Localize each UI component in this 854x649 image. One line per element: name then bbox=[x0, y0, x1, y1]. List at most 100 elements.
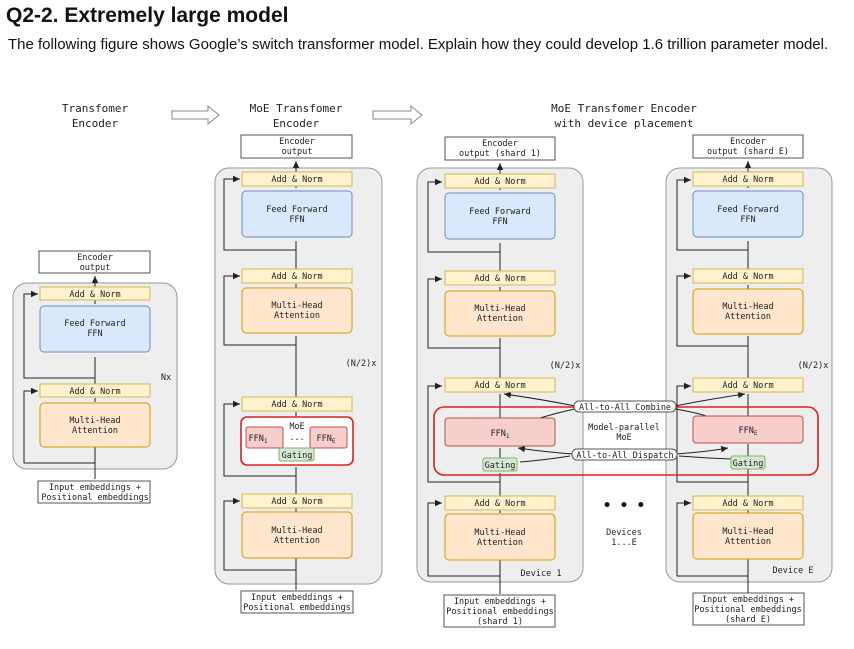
encoder-output-label: Encoder bbox=[279, 137, 315, 147]
encoder-output-label: output bbox=[282, 147, 313, 157]
feed-forward-label: FFN bbox=[740, 215, 755, 225]
question-text: The following figure shows Google’s swit… bbox=[8, 36, 829, 53]
input-embeddings-label: Input embeddings + bbox=[702, 595, 794, 605]
ellipsis-dots: • • • bbox=[603, 498, 645, 514]
input-embeddings-label: (shard 1) bbox=[477, 617, 523, 627]
add-norm-label: Add & Norm bbox=[271, 497, 322, 507]
add-norm-box bbox=[692, 268, 804, 284]
add-norm-box bbox=[39, 286, 151, 301]
add-norm-box bbox=[241, 171, 353, 187]
add-norm-label: Add & Norm bbox=[271, 175, 322, 185]
add-norm-label: Add & Norm bbox=[722, 272, 773, 282]
multi-head-attention-label: Multi-Head bbox=[69, 416, 120, 426]
repeat-label: (N/2)x bbox=[550, 361, 581, 371]
multi-head-attention-label: Attention bbox=[477, 538, 523, 548]
add-norm-box bbox=[692, 495, 804, 511]
multi-head-attention-box bbox=[241, 511, 353, 559]
add-norm-box bbox=[444, 173, 556, 189]
multi-head-attention-label: Attention bbox=[72, 426, 118, 436]
multi-head-attention-label: Attention bbox=[274, 311, 320, 321]
feed-forward-box bbox=[692, 190, 804, 238]
all-to-all-combine-label: All-to-All Combine bbox=[579, 403, 671, 413]
all-to-all-combine-box bbox=[573, 400, 677, 413]
all-to-all-dispatch-box bbox=[571, 448, 678, 461]
transformer-subtitle: Encoder bbox=[72, 117, 119, 130]
device-subtitle: with device placement bbox=[554, 117, 693, 130]
expert-ffn-1-box bbox=[245, 426, 284, 449]
encoder-output-label: output (shard E) bbox=[707, 147, 789, 157]
multi-head-attention-label: Attention bbox=[725, 537, 771, 547]
add-norm-box bbox=[39, 383, 151, 398]
input-embeddings-label: Positional embeddings bbox=[694, 605, 801, 615]
expert-ffn-e-box bbox=[309, 426, 348, 449]
encoder-output-label: Encoder bbox=[77, 253, 113, 263]
multi-head-attention-label: Attention bbox=[274, 536, 320, 546]
input-embeddings-label: Input embeddings + bbox=[251, 593, 343, 603]
encoder-output-box bbox=[240, 134, 353, 159]
add-norm-box bbox=[444, 270, 556, 286]
encoder-output-box bbox=[38, 250, 151, 274]
multi-head-attention-label: Multi-Head bbox=[474, 528, 525, 538]
moe-title: MoE Transfomer bbox=[250, 102, 343, 115]
gating-label: Gating bbox=[485, 461, 516, 471]
encoder-output-label: output (shard 1) bbox=[459, 149, 541, 159]
input-embeddings-label: Input embeddings + bbox=[49, 483, 141, 493]
add-norm-box bbox=[241, 396, 353, 412]
multi-head-attention-label: Attention bbox=[477, 314, 523, 324]
input-embeddings-label: (shard E) bbox=[725, 615, 771, 625]
multi-head-attention-box bbox=[444, 513, 556, 561]
add-norm-label: Add & Norm bbox=[474, 381, 525, 391]
multi-head-attention-label: Multi-Head bbox=[271, 301, 322, 311]
add-norm-label: Add & Norm bbox=[271, 272, 322, 282]
add-norm-label: Add & Norm bbox=[474, 499, 525, 509]
add-norm-label: Add & Norm bbox=[271, 400, 322, 410]
input-embeddings-label: Positional embeddings bbox=[446, 607, 553, 617]
feed-forward-label: FFN bbox=[289, 215, 304, 225]
moe-label: MoE bbox=[289, 422, 304, 432]
add-norm-label: Add & Norm bbox=[474, 274, 525, 284]
add-norm-label: Add & Norm bbox=[474, 177, 525, 187]
expert-ffn-e-label: FFNE bbox=[317, 434, 336, 445]
device-e-label: Device E bbox=[773, 566, 814, 576]
gating-label: Gating bbox=[282, 451, 313, 461]
devices-label: Devices bbox=[606, 528, 642, 538]
add-norm-box bbox=[444, 377, 556, 393]
add-norm-box bbox=[692, 377, 804, 393]
repeat-label: (N/2)x bbox=[798, 361, 829, 371]
add-norm-box bbox=[444, 495, 556, 511]
multi-head-attention-label: Multi-Head bbox=[722, 302, 773, 312]
add-norm-label: Add & Norm bbox=[722, 499, 773, 509]
input-embeddings-box bbox=[240, 590, 354, 614]
devices-label: 1...E bbox=[611, 538, 637, 548]
add-norm-box bbox=[241, 493, 353, 509]
feed-forward-box bbox=[241, 190, 353, 238]
feed-forward-label: Feed Forward bbox=[266, 205, 327, 215]
encoder-output-label: output bbox=[80, 263, 111, 273]
device-1-label: Device 1 bbox=[521, 569, 562, 579]
moe-subtitle: Encoder bbox=[273, 117, 320, 130]
expert-ffn-1-box bbox=[444, 417, 556, 447]
model-parallel-moe-label: Model-parallel bbox=[588, 423, 660, 433]
encoder-output-label: Encoder bbox=[482, 139, 518, 149]
next-arrow-icon bbox=[372, 104, 423, 126]
expert-ffn-e-box bbox=[692, 415, 804, 444]
input-embeddings-label: Input embeddings + bbox=[454, 597, 546, 607]
repeat-label: Nx bbox=[161, 373, 171, 383]
multi-head-attention-label: Multi-Head bbox=[722, 527, 773, 537]
multi-head-attention-box bbox=[444, 290, 556, 337]
expert-dots-label: ... bbox=[289, 433, 304, 443]
add-norm-label: Add & Norm bbox=[69, 290, 120, 300]
feed-forward-label: Feed Forward bbox=[469, 207, 530, 217]
add-norm-box bbox=[241, 268, 353, 284]
input-embeddings-shard-1-box bbox=[443, 594, 556, 628]
feed-forward-label: FFN bbox=[87, 329, 102, 339]
expert-ffn-1-label: FFN1 bbox=[249, 434, 268, 445]
add-norm-label: Add & Norm bbox=[69, 387, 120, 397]
all-to-all-dispatch-label: All-to-All Dispatch bbox=[576, 451, 673, 461]
model-parallel-moe-label: MoE bbox=[616, 433, 631, 443]
input-embeddings-shard-e-box bbox=[692, 592, 805, 626]
add-norm-label: Add & Norm bbox=[722, 381, 773, 391]
encoder-output-shard-e-box bbox=[692, 134, 804, 159]
multi-head-attention-box bbox=[692, 512, 804, 560]
